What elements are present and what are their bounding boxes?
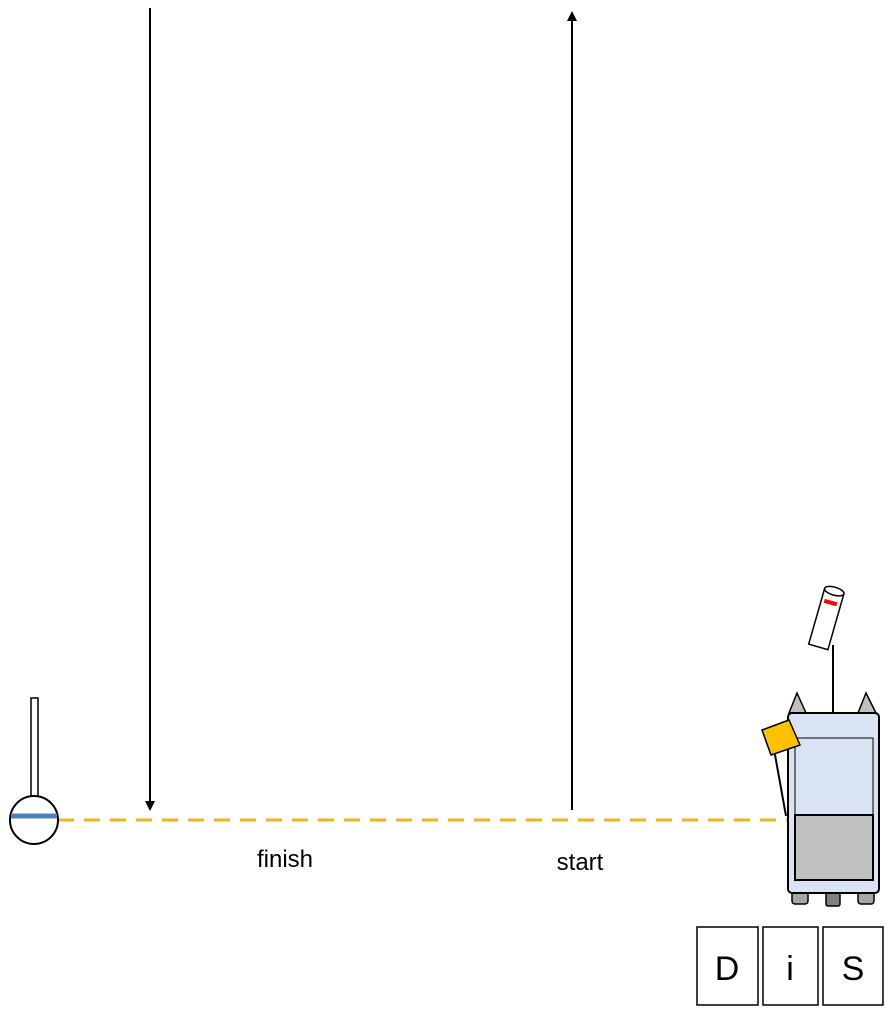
buoy-icon (9, 697, 59, 845)
letter-d: D (715, 950, 740, 988)
start-label: start (557, 849, 604, 876)
finish-label: finish (257, 846, 313, 873)
letter-box-i: i (762, 926, 819, 1006)
boat-icon (761, 585, 880, 907)
letter-box-s: S (822, 926, 884, 1006)
letter-i: i (786, 950, 794, 988)
letter-box-d: D (696, 926, 759, 1006)
letter-s: S (842, 950, 865, 988)
